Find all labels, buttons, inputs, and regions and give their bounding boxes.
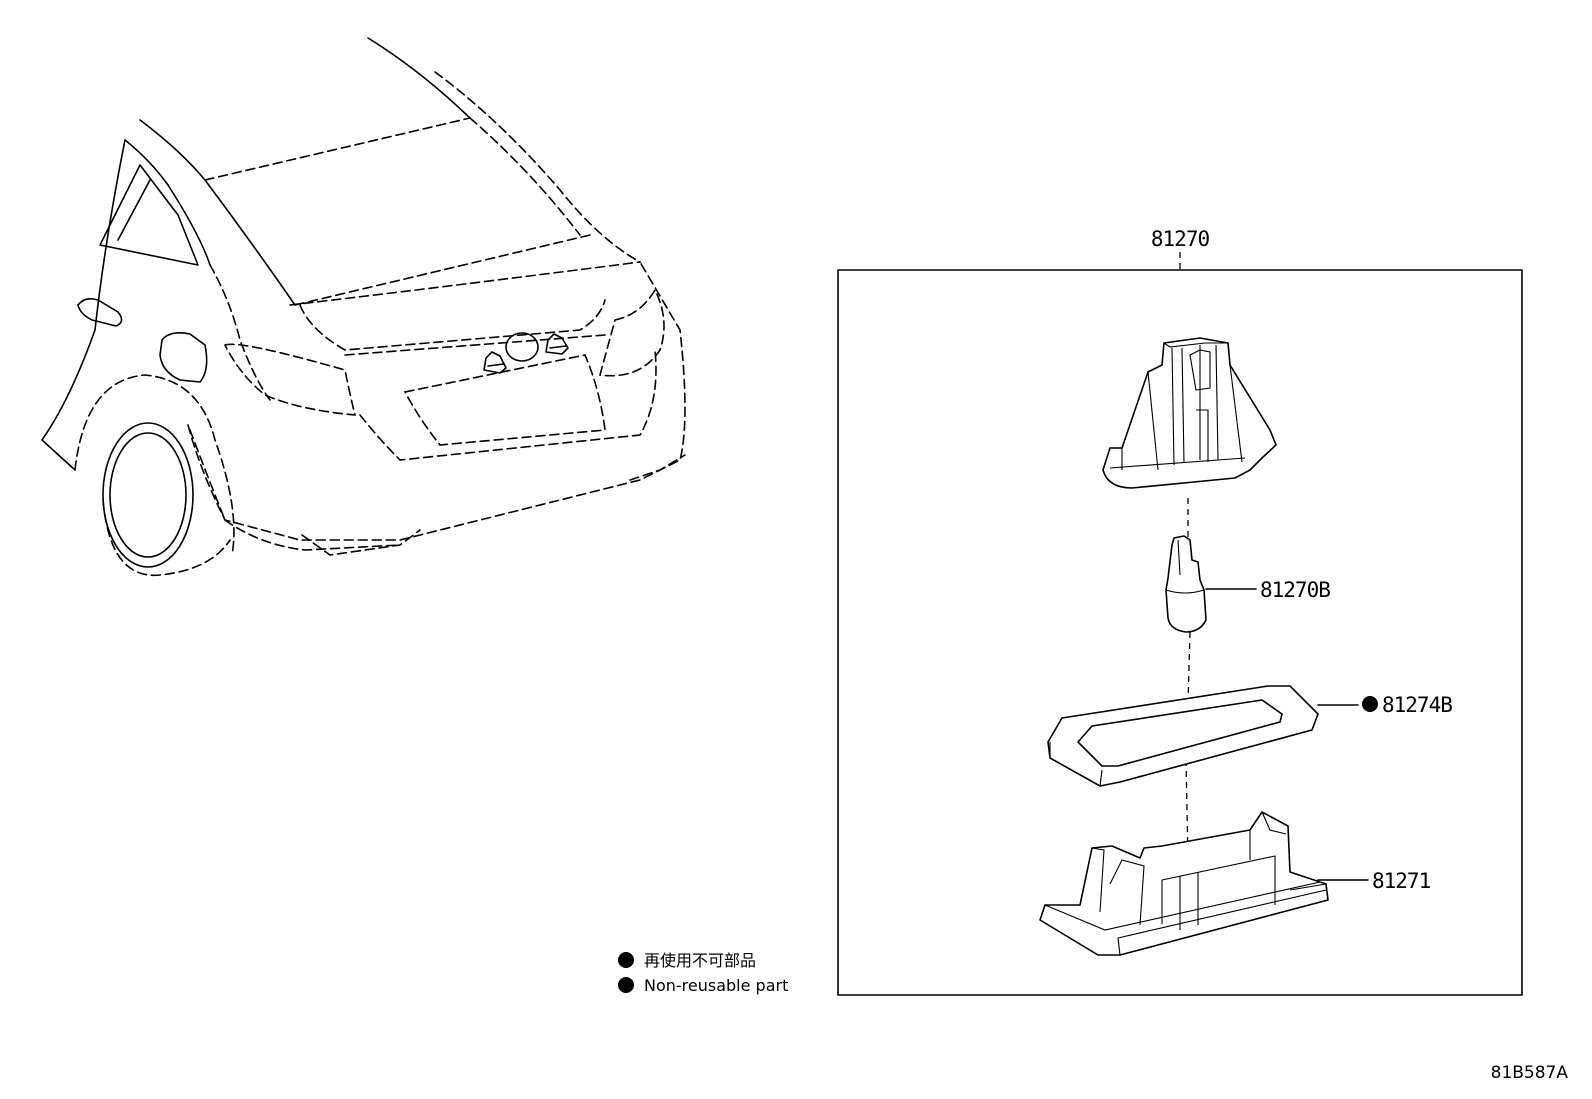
legend: 再使用不可部品 Non-reusable part xyxy=(618,951,788,995)
part-label-81271: 81271 xyxy=(1372,869,1431,893)
gasket-illustration xyxy=(1047,685,1319,787)
lamp-socket-illustration xyxy=(1102,337,1277,489)
lamp-housing-illustration xyxy=(1039,811,1329,956)
legend-marker-1 xyxy=(618,952,634,968)
legend-line-1: 再使用不可部品 xyxy=(644,951,756,970)
vehicle-rear-illustration xyxy=(41,37,686,577)
non-reusable-marker-81274B xyxy=(1362,696,1378,712)
part-label-81270B: 81270B xyxy=(1260,578,1330,602)
assembly-box: 81270 xyxy=(837,227,1523,996)
part-label-81274B: 81274B xyxy=(1382,693,1452,717)
bulb-illustration xyxy=(1165,535,1207,633)
legend-line-2: Non-reusable part xyxy=(644,976,788,995)
legend-marker-2 xyxy=(618,977,634,993)
illustration-code: 81B587A xyxy=(1491,1063,1569,1083)
assembly-label: 81270 xyxy=(1151,227,1210,251)
assembly-axis xyxy=(1185,498,1191,861)
